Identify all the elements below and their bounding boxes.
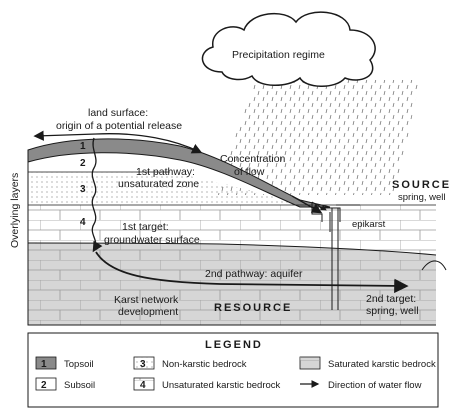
legend-label-subsoil: Subsoil <box>64 380 95 391</box>
legend-num-3: 3 <box>140 359 146 370</box>
land-surface-label-line2: origin of a potential release <box>56 120 182 132</box>
legend-label-flow: Direction of water flow <box>328 380 422 391</box>
legend-label-topsoil: Topsoil <box>64 359 94 370</box>
pathway2-label: 2nd pathway: aquifer <box>205 268 303 280</box>
layer-number-4: 4 <box>80 217 86 228</box>
surface-arrow-left <box>33 130 97 141</box>
target2-label-line1: 2nd target: <box>366 293 416 305</box>
karst-network-label-line2: development <box>118 306 178 318</box>
layer-number-1: 1 <box>80 141 86 152</box>
legend-num-1: 1 <box>41 359 47 370</box>
aquifer-flow-path <box>95 251 409 294</box>
resource-label: RESOURCE <box>214 302 292 314</box>
legend-num-4: 4 <box>140 380 146 391</box>
subsoil-zone <box>28 152 300 205</box>
surface-arrow-right <box>95 133 203 154</box>
rain-area <box>215 80 420 195</box>
land-surface-label-line1: land surface: <box>88 107 148 119</box>
target2-label-line2: spring, well <box>366 305 419 317</box>
epikarst-structure <box>311 201 360 310</box>
concentration-label-line2: of flow <box>234 166 265 178</box>
target1-label-line2: groundwater surface <box>104 234 200 246</box>
source-subtitle: spring, well <box>398 192 446 203</box>
cloud-icon <box>201 11 376 87</box>
spring-icon <box>421 260 447 271</box>
layer-number-3: 3 <box>80 184 86 195</box>
legend-swatch-unsaturated <box>133 377 155 391</box>
legend-box <box>27 332 439 408</box>
layer-number-2: 2 <box>80 158 86 169</box>
epikarst-label: epikarst <box>352 219 386 230</box>
legend-num-2: 2 <box>41 380 47 391</box>
nonkarstic-bedrock-zone <box>28 172 300 205</box>
legend-label-unsaturated: Unsaturated karstic bedrock <box>162 380 281 391</box>
legend-label-saturated: Saturated karstic bedrock <box>328 359 436 370</box>
legend-title: LEGEND <box>205 339 263 351</box>
target1-label-line1: 1st target: <box>122 221 169 233</box>
legend-swatch-topsoil <box>35 356 57 370</box>
source-title: SOURCE <box>392 179 451 191</box>
vertical-flow-path <box>91 137 103 253</box>
legend-swatch-nonkarstic <box>133 356 155 370</box>
legend-swatch-subsoil <box>35 377 57 391</box>
karst-network-label-line1: Karst network <box>114 294 179 306</box>
cloud-label: Precipitation regime <box>232 49 325 61</box>
overlying-layers-label: Overlying layers <box>9 173 21 248</box>
legend-label-nonkarstic: Non-karstic bedrock <box>162 359 247 370</box>
concentration-label-line1: Concentration <box>220 153 286 165</box>
pathway1-label-line2: unsaturated zone <box>118 178 199 190</box>
pathway1-label-line1: 1st pathway: <box>136 166 195 178</box>
concentration-arrow <box>291 195 323 214</box>
